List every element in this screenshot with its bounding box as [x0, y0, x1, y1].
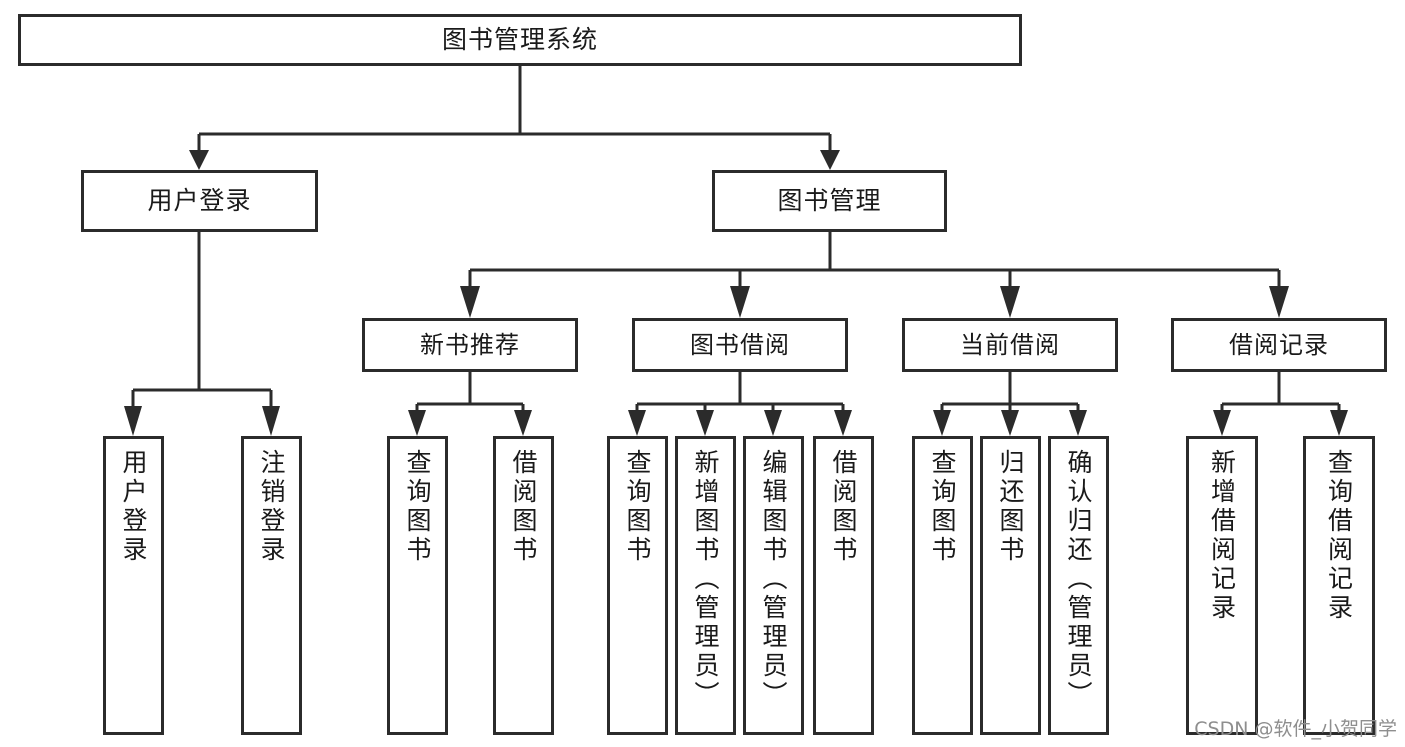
- node-new-book-recommend[interactable]: 新书推荐: [362, 318, 578, 372]
- node-leaf-borrow-book-label: 借阅图书: [829, 449, 858, 565]
- node-book-management[interactable]: 图书管理: [712, 170, 947, 232]
- arrow-head-bb-leaf3: [764, 410, 782, 436]
- node-leaf-query-book-current[interactable]: 查询图书: [912, 436, 973, 735]
- arrow-head-leaf-logout: [262, 406, 280, 436]
- node-leaf-query-borrow-record[interactable]: 查询借阅记录: [1303, 436, 1375, 735]
- arrow-head-nb-leaf2: [514, 410, 532, 436]
- node-leaf-query-borrow-record-label: 查询借阅记录: [1324, 449, 1354, 623]
- arrow-head-new-book: [460, 286, 480, 318]
- node-current-borrow-label: 当前借阅: [960, 330, 1060, 359]
- node-leaf-borrow-book-recommend-label: 借阅图书: [509, 449, 538, 565]
- node-current-borrow[interactable]: 当前借阅: [902, 318, 1118, 372]
- node-user-login-label: 用户登录: [147, 186, 252, 216]
- arrow-head-cb-leaf2: [1001, 410, 1019, 436]
- node-leaf-edit-book-admin-label: 编辑图书（管理员）: [759, 449, 788, 710]
- node-user-login[interactable]: 用户登录: [81, 170, 318, 232]
- node-leaf-edit-book-admin[interactable]: 编辑图书（管理员）: [743, 436, 804, 735]
- arrow-head-nb-leaf1: [408, 410, 426, 436]
- node-new-book-recommend-label: 新书推荐: [420, 330, 520, 359]
- arrow-head-book-manage: [820, 150, 840, 170]
- arrow-head-br-leaf2: [1330, 410, 1348, 436]
- node-leaf-user-login[interactable]: 用户登录: [103, 436, 164, 735]
- arrow-head-br-leaf1: [1213, 410, 1231, 436]
- arrow-head-leaf-user-login: [124, 406, 142, 436]
- node-leaf-query-book-recommend[interactable]: 查询图书: [387, 436, 448, 735]
- arrow-head-book-borrow: [730, 286, 750, 318]
- node-leaf-add-book-admin-label: 新增图书（管理员）: [691, 449, 720, 710]
- node-leaf-user-login-label: 用户登录: [119, 449, 148, 565]
- node-leaf-return-book[interactable]: 归还图书: [980, 436, 1041, 735]
- node-leaf-add-book-admin[interactable]: 新增图书（管理员）: [675, 436, 736, 735]
- node-leaf-add-borrow-record-label: 新增借阅记录: [1207, 449, 1237, 623]
- arrow-head-bb-leaf1: [628, 410, 646, 436]
- node-book-management-label: 图书管理: [777, 186, 882, 216]
- node-leaf-logout-label: 注销登录: [257, 449, 286, 565]
- node-leaf-add-borrow-record[interactable]: 新增借阅记录: [1186, 436, 1258, 735]
- node-borrow-record-label: 借阅记录: [1229, 330, 1329, 359]
- node-leaf-logout[interactable]: 注销登录: [241, 436, 302, 735]
- node-leaf-confirm-return-admin[interactable]: 确认归还（管理员）: [1048, 436, 1109, 735]
- node-leaf-query-book-borrow[interactable]: 查询图书: [607, 436, 668, 735]
- arrow-head-cb-leaf3: [1069, 410, 1087, 436]
- node-leaf-borrow-book-recommend[interactable]: 借阅图书: [493, 436, 554, 735]
- node-leaf-query-book-recommend-label: 查询图书: [403, 449, 432, 565]
- arrow-head-bb-leaf2: [696, 410, 714, 436]
- node-leaf-confirm-return-admin-label: 确认归还（管理员）: [1064, 449, 1093, 710]
- arrow-head-borrow-record: [1269, 286, 1289, 318]
- node-root[interactable]: 图书管理系统: [18, 14, 1022, 66]
- node-root-label: 图书管理系统: [441, 25, 598, 55]
- watermark-text: CSDN @软件_小贺同学: [1194, 718, 1397, 740]
- node-leaf-return-book-label: 归还图书: [996, 449, 1025, 565]
- node-leaf-borrow-book[interactable]: 借阅图书: [813, 436, 874, 735]
- node-book-borrow[interactable]: 图书借阅: [632, 318, 848, 372]
- arrow-head-cb-leaf1: [933, 410, 951, 436]
- arrow-head-user-login: [189, 150, 209, 170]
- node-borrow-record[interactable]: 借阅记录: [1171, 318, 1387, 372]
- arrow-head-bb-leaf4: [834, 410, 852, 436]
- node-book-borrow-label: 图书借阅: [690, 330, 790, 359]
- node-leaf-query-book-borrow-label: 查询图书: [623, 449, 652, 565]
- node-leaf-query-book-current-label: 查询图书: [928, 449, 957, 565]
- arrow-head-current-borrow: [1000, 286, 1020, 318]
